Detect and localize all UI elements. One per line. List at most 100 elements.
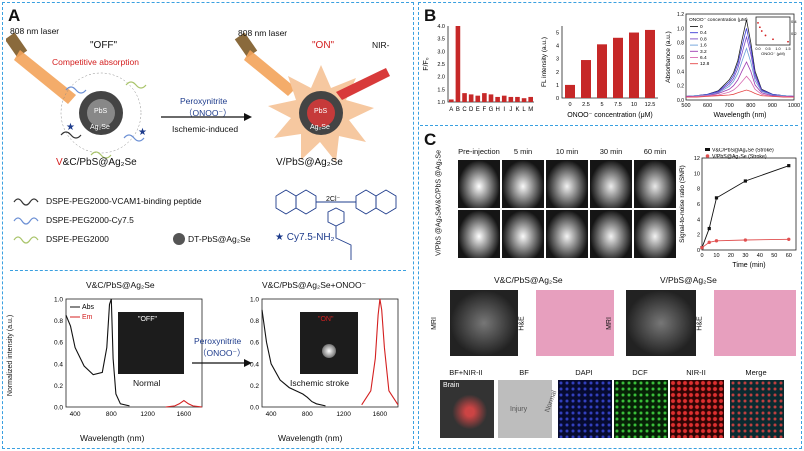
abs-inset-point xyxy=(772,38,774,41)
bar2-bar xyxy=(597,44,607,98)
abs-series-line xyxy=(685,75,795,98)
spectrum-left-xlabel: Wavelength (nm) xyxy=(80,433,145,443)
time-header: 60 min xyxy=(643,147,667,156)
panel-a-letter: A xyxy=(8,6,21,25)
micro-image xyxy=(730,380,784,438)
time-image-r1 xyxy=(458,160,500,208)
time-image-r1 xyxy=(546,160,588,208)
snr-point xyxy=(743,238,748,242)
he-left-image xyxy=(536,290,614,356)
inset-right-on: "ON" xyxy=(318,316,334,323)
cy75-label: ★ Cy7.5-NH₂ xyxy=(275,232,335,243)
svg-text:★: ★ xyxy=(66,122,75,133)
abs-xtick: 900 xyxy=(768,103,777,109)
specL-ytick: 0.0 xyxy=(54,405,63,412)
bar1-xtick: D xyxy=(469,107,474,113)
abs-ylabel: Absorbance (a.u.) xyxy=(665,31,672,83)
bar1-bar xyxy=(508,96,514,102)
micro-image xyxy=(440,380,494,438)
mri-left-label: MRI xyxy=(430,317,438,330)
bar1-bar xyxy=(449,99,454,102)
legend-cy75: DSPE-PEG2000-Cy7.5 xyxy=(46,215,134,225)
pbs-right-label: PbS xyxy=(314,108,328,115)
abs-inset-frame xyxy=(755,16,791,46)
abs-xtick: 800 xyxy=(746,103,755,109)
specR-ytick: 0.0 xyxy=(250,405,259,412)
bar2-xlabel: ONOO⁻ concentration (μM) xyxy=(567,112,653,119)
abs-legend-label: 0 xyxy=(700,24,703,30)
abs-inset-point xyxy=(764,34,767,37)
bar2-xtick: 0 xyxy=(568,102,571,108)
nanoparticle-off-icon: ★ ★ xyxy=(60,72,147,159)
snr-ytick: 2 xyxy=(697,233,700,239)
inset-right-signal xyxy=(322,344,336,358)
legend-em: Em xyxy=(82,314,93,321)
abs-legend-label: 1.6 xyxy=(700,43,707,49)
specL-xtick: 400 xyxy=(70,411,81,418)
bar1-bar xyxy=(495,96,500,102)
abs-ytick: 1.0 xyxy=(677,26,684,32)
bar1-xtick: K xyxy=(515,107,519,113)
time-image-r2 xyxy=(502,210,544,258)
he-right-image xyxy=(714,290,796,356)
snr-xtick: 60 xyxy=(786,253,792,259)
snr-point xyxy=(707,240,711,245)
abs-inset-point xyxy=(760,30,763,32)
cy75-structure-icon xyxy=(275,189,397,260)
snr-legend2-swatch xyxy=(705,154,710,158)
specR-ytick: 0.2 xyxy=(250,383,259,390)
snr-xtick: 40 xyxy=(757,253,763,259)
cl-label: 2Cl⁻ xyxy=(326,196,341,203)
spectrum-right-xlabel: Wavelength (nm) xyxy=(278,433,343,443)
bar1-xtick: I xyxy=(503,107,505,113)
snr-series-line xyxy=(701,165,789,248)
specL-series-abs xyxy=(65,298,130,407)
abs-legend-label: 6.4 xyxy=(700,55,707,61)
specR-ytick: 0.4 xyxy=(250,361,259,368)
abs-legend-label: 12.8 xyxy=(700,61,710,67)
inset-left-image: "OFF" xyxy=(118,312,184,374)
specR-axes xyxy=(261,298,399,408)
bar1-ylabel: F/F₀ xyxy=(423,57,430,70)
abs-xtick: 1000 xyxy=(788,103,800,109)
snr-point xyxy=(714,196,719,200)
snr-ytick: 10 xyxy=(694,171,700,177)
time-image-r2 xyxy=(546,210,588,258)
bar1-ytick: 3.0 xyxy=(437,49,445,55)
specR-series-em xyxy=(361,298,399,406)
time-header: 30 min xyxy=(599,147,623,156)
specR-ytick: 1.0 xyxy=(250,297,259,304)
mri-left-title: V&C/PbS@Ag₂Se xyxy=(494,275,563,285)
spectrum-ylabel: Normalized intensity (a.u.) xyxy=(7,314,15,397)
legend-abs: Abs xyxy=(82,304,95,311)
off-label: "OFF" xyxy=(90,40,118,51)
time-image-r2 xyxy=(634,210,676,258)
bar1-ytick: 4.0 xyxy=(437,24,445,30)
bar1-bar xyxy=(462,93,467,102)
snr-ytick: 12 xyxy=(694,156,700,162)
abs-ytick: 0.0 xyxy=(677,98,684,104)
time-header: Pre-injection xyxy=(458,147,500,156)
legend-nanoparticle: DT-PbS@Ag₂Se xyxy=(188,234,251,244)
micro-header: NIR-II xyxy=(686,368,706,377)
bar1-bar xyxy=(521,98,527,102)
abs-inset-xlabel: ONOO⁻ (μM) xyxy=(761,51,785,56)
mri-right-title: V/PbS@Ag₂Se xyxy=(660,275,717,285)
abs-xtick: 600 xyxy=(703,103,712,109)
snr-axes xyxy=(701,157,797,251)
bar1-bar xyxy=(488,94,494,102)
panel-a-scheme: ★ ★ xyxy=(6,32,397,260)
ag2se-right-label: Ag₂Se xyxy=(310,124,330,131)
snr-ytick: 8 xyxy=(697,187,700,193)
abs-inset-point xyxy=(757,21,759,24)
bar2-xtick: 10 xyxy=(631,102,637,108)
svg-text:★: ★ xyxy=(138,127,147,138)
bar2-xtick: 12.5 xyxy=(645,102,656,108)
bar2-ytick: 3 xyxy=(556,57,559,63)
snr-ytick: 4 xyxy=(697,217,700,223)
snr-ytick: 6 xyxy=(697,202,700,208)
on-label: "ON" xyxy=(312,40,335,51)
inset-left-caption: Normal xyxy=(133,378,161,388)
snr-point xyxy=(714,239,719,243)
bar1-ytick: 2.0 xyxy=(437,75,445,81)
